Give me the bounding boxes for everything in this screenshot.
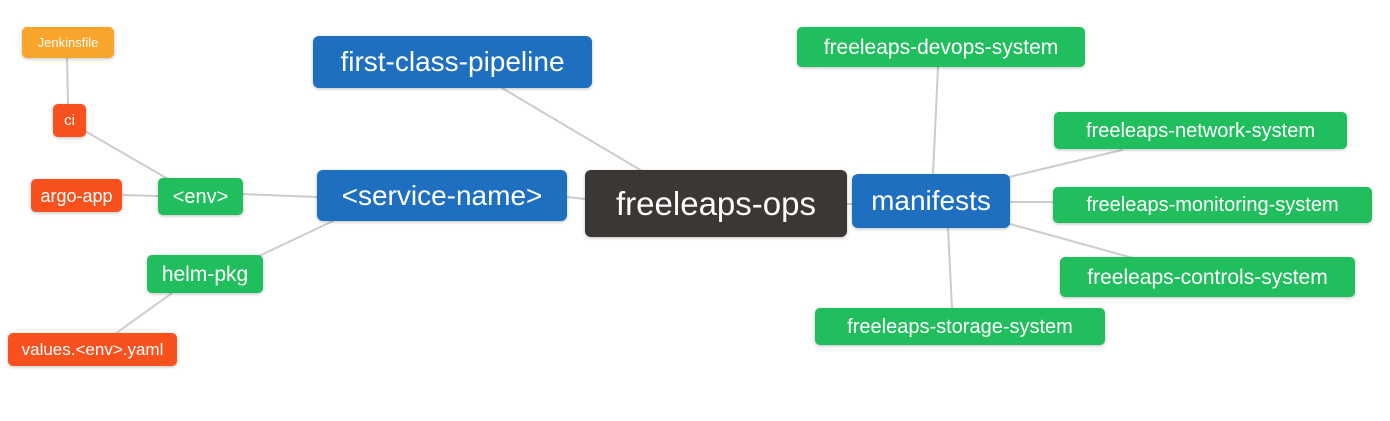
edge-service-name-helm-pkg [258,220,334,257]
node-values-env-yaml[interactable]: values.<env>.yaml [8,333,177,366]
node-service-name[interactable]: <service-name> [317,170,567,221]
node-freeleaps-network-system[interactable]: freeleaps-network-system [1054,112,1347,149]
node-freeleaps-ops[interactable]: freeleaps-ops [585,170,847,237]
node-freeleaps-storage-system[interactable]: freeleaps-storage-system [815,308,1105,345]
edge-pipeline-ops [501,87,643,172]
edge-ci-env [84,130,169,180]
node-argo-app[interactable]: argo-app [31,179,122,212]
node-first-class-pipeline[interactable]: first-class-pipeline [313,36,592,88]
node-manifests[interactable]: manifests [852,174,1010,228]
edge-env-service-name [242,193,318,198]
node-jenkinsfile[interactable]: Jenkinsfile [22,27,114,58]
edge-manifests-storage [947,227,953,309]
edge-manifests-network [1008,149,1123,178]
node-helm-pkg[interactable]: helm-pkg [147,255,263,293]
edge-helm-pkg-values [114,292,173,335]
node-freeleaps-monitoring-system[interactable]: freeleaps-monitoring-system [1053,187,1372,223]
node-freeleaps-devops-system[interactable]: freeleaps-devops-system [797,27,1085,67]
edge-manifests-devops [932,66,939,175]
node-env[interactable]: <env> [158,178,243,215]
node-ci[interactable]: ci [53,104,86,137]
edge-service-name-ops [566,196,586,200]
edge-manifests-controls [1009,223,1134,259]
edge-argo-app-env [121,194,159,197]
node-freeleaps-controls-system[interactable]: freeleaps-controls-system [1060,257,1355,297]
edge-jenkinsfile-ci [66,57,69,105]
